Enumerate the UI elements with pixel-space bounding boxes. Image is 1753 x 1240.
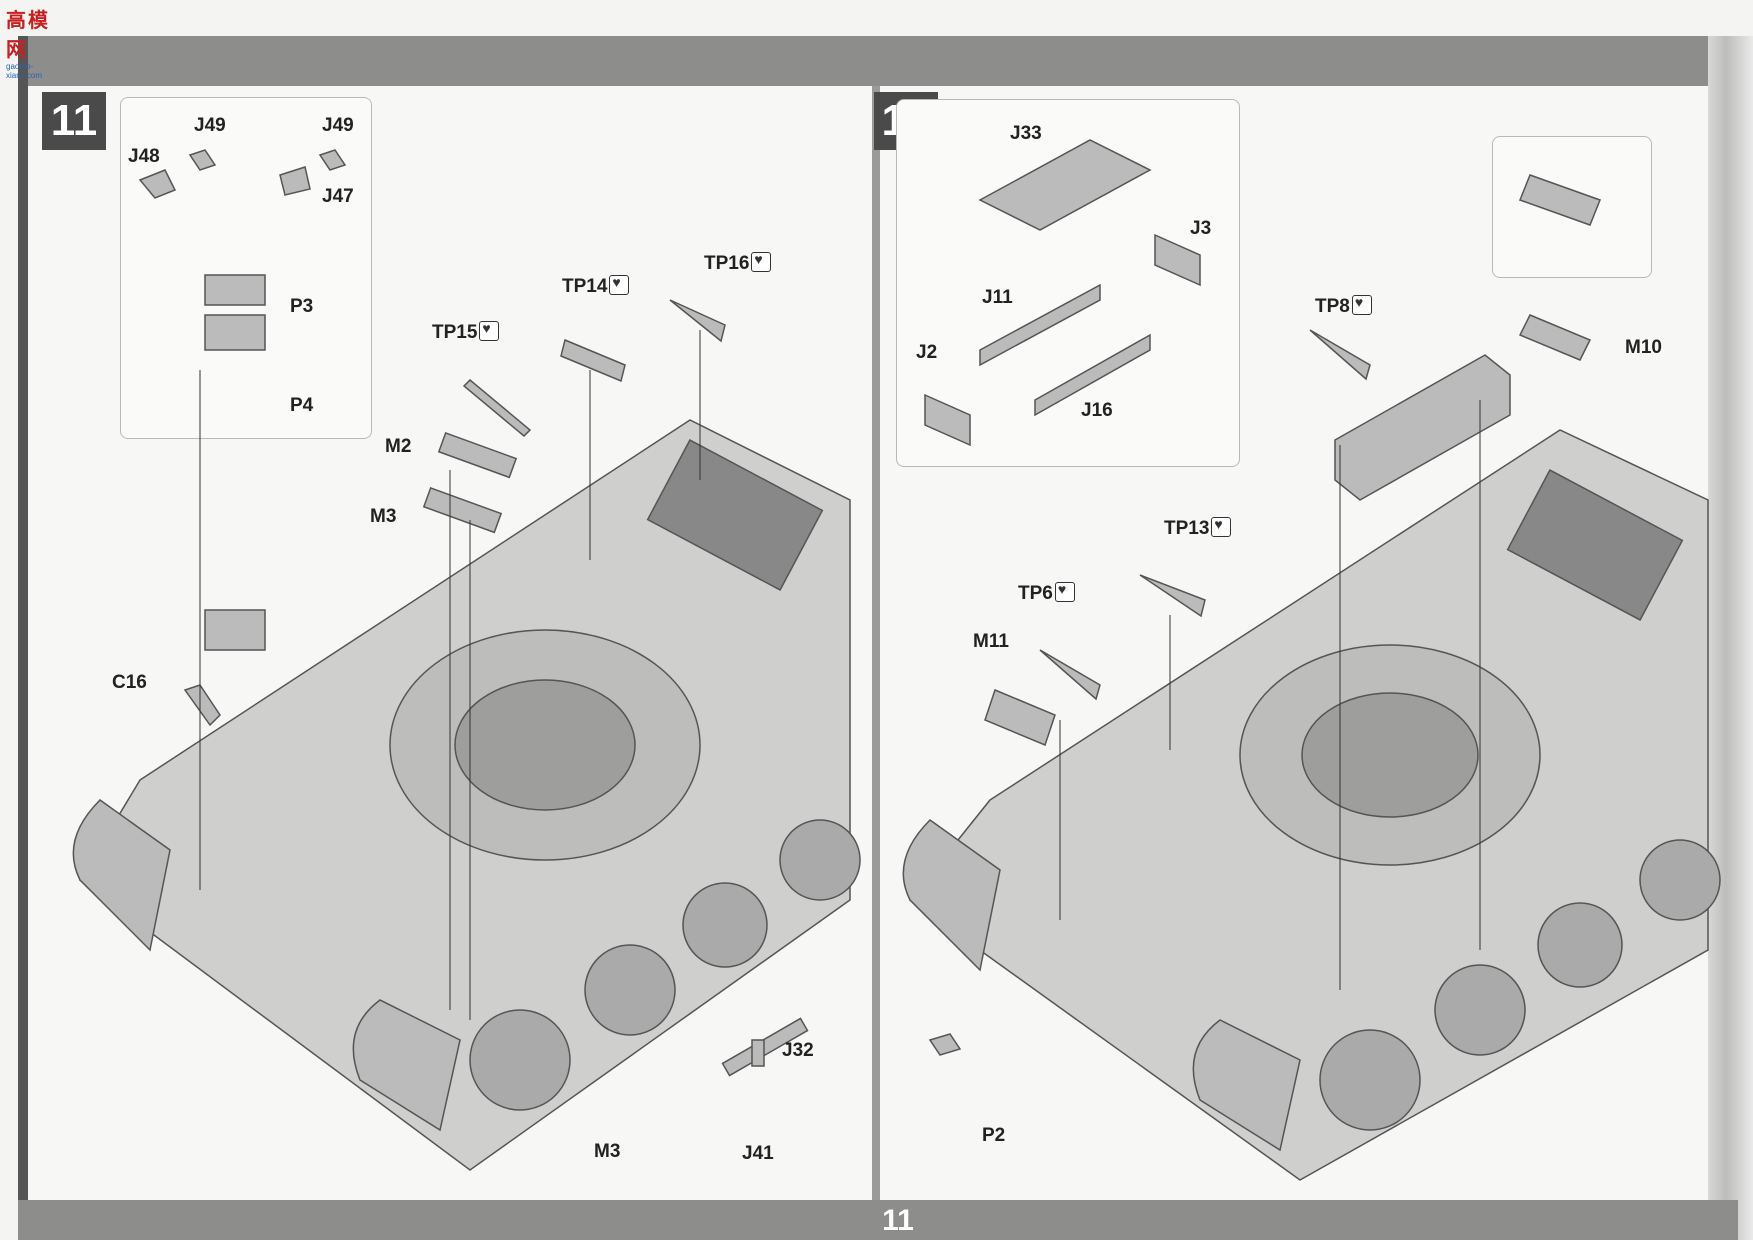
label-J49-left: J49 — [194, 115, 226, 136]
photo-etch-part-icon — [609, 274, 630, 295]
label-J49-right: J49 — [322, 115, 354, 136]
left-binding-strip — [18, 36, 28, 1240]
bottom-footer-band — [18, 1200, 1738, 1240]
label-M3-top: M3 — [370, 506, 397, 527]
label-TP14: TP14 — [562, 274, 630, 298]
label-TP15: TP15 — [432, 320, 500, 344]
label-TP15-text: TP15 — [432, 322, 478, 343]
label-TP13-text: TP13 — [1164, 518, 1210, 539]
page-number: 11 — [882, 1204, 914, 1237]
label-J47: J47 — [322, 186, 354, 207]
label-P4: P4 — [290, 395, 314, 416]
photo-etch-part-icon — [751, 251, 772, 272]
label-M2: M2 — [385, 436, 412, 457]
watermark-logo-text: 高模网 — [6, 10, 50, 61]
label-J32: J32 — [782, 1040, 814, 1061]
photo-etch-part-icon — [1054, 581, 1075, 602]
label-M3-bottom: M3 — [594, 1141, 621, 1162]
label-J11: J11 — [982, 287, 1013, 308]
label-J2: J2 — [916, 342, 938, 363]
label-J41: J41 — [742, 1143, 774, 1164]
label-C16: C16 — [112, 672, 147, 693]
label-TP16: TP16 — [704, 251, 772, 275]
watermark-url: gaomo-xianx.com — [6, 62, 43, 80]
label-TP13: TP13 — [1164, 516, 1232, 540]
label-TP8: TP8 — [1315, 294, 1372, 318]
label-J3: J3 — [1190, 218, 1212, 239]
page-edge-shadow — [1708, 36, 1753, 1240]
label-M11: M11 — [973, 631, 1009, 652]
label-TP6-text: TP6 — [1018, 583, 1053, 604]
panel-divider — [872, 86, 880, 1200]
label-J33: J33 — [1010, 123, 1042, 144]
label-P3: P3 — [290, 296, 314, 317]
label-TP8-text: TP8 — [1315, 296, 1350, 317]
photo-etch-part-icon — [1211, 516, 1232, 537]
watermark-logo: 高模网 gaomo-xianx.com — [6, 4, 68, 80]
label-J48: J48 — [128, 146, 160, 167]
label-TP16-text: TP16 — [704, 253, 750, 274]
photo-etch-part-icon — [1351, 294, 1372, 315]
top-header-band — [18, 36, 1738, 86]
label-M10: M10 — [1625, 337, 1662, 358]
label-J16: J16 — [1081, 400, 1113, 421]
label-P2: P2 — [982, 1125, 1006, 1146]
label-TP6: TP6 — [1018, 581, 1075, 605]
label-TP14-text: TP14 — [562, 276, 608, 297]
photo-etch-part-icon — [479, 320, 500, 341]
step-11-number: 11 — [42, 92, 106, 150]
